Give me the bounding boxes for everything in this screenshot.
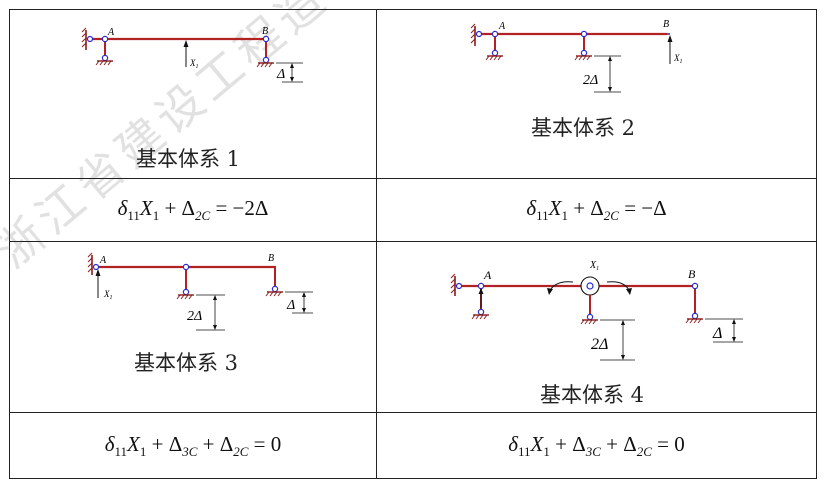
label-X1: X1 [103,289,113,301]
caption-system2: 基本体系 2 [531,116,636,140]
label-delta: Δ [712,325,722,342]
label-X1: X1 [189,58,199,70]
grid-row1 [9,178,817,179]
diagram-system2: A 2Δ B X1 [470,19,683,93]
grid-right [816,9,817,479]
grid-top [9,9,817,10]
grid-left [9,9,10,479]
label-2delta: 2Δ [187,309,202,324]
label-A: A [99,255,107,266]
grid-row3 [9,412,817,413]
label-X1: X1 [589,260,599,272]
caption-system3: 基本体系 3 [134,351,239,375]
grid-bottom [9,478,817,479]
caption-system4: 基本体系 4 [540,383,645,407]
label-delta: Δ [276,67,285,82]
label-A: A [498,21,506,32]
diagram-system3: A X1 2Δ B Δ [87,252,313,331]
equation-3: δ11X1 + Δ3C + Δ2C = 0 [104,432,282,460]
label-B: B [268,253,274,264]
label-2delta: 2Δ [583,73,598,88]
grid-row2 [9,241,817,242]
diagram-system1: A X1 B Δ [81,26,303,83]
label-A: A [483,268,492,282]
equation-4: δ11X1 + Δ3C + Δ2C = 0 [508,432,685,460]
label-A: A [107,27,115,38]
label-2delta: 2Δ [591,336,608,353]
caption-system1: 基本体系 1 [136,147,241,171]
equation-2: δ11X1 + Δ2C = −Δ [526,196,667,224]
label-B: B [688,267,696,281]
diagram-system4: A X1 2Δ B Δ [450,260,743,361]
equation-1: δ11X1 + Δ2C = −2Δ [117,196,269,224]
label-X1: X1 [673,53,683,65]
grid-mid [376,9,377,479]
label-delta: Δ [286,298,295,313]
label-B: B [262,26,268,37]
label-B: B [663,19,669,30]
